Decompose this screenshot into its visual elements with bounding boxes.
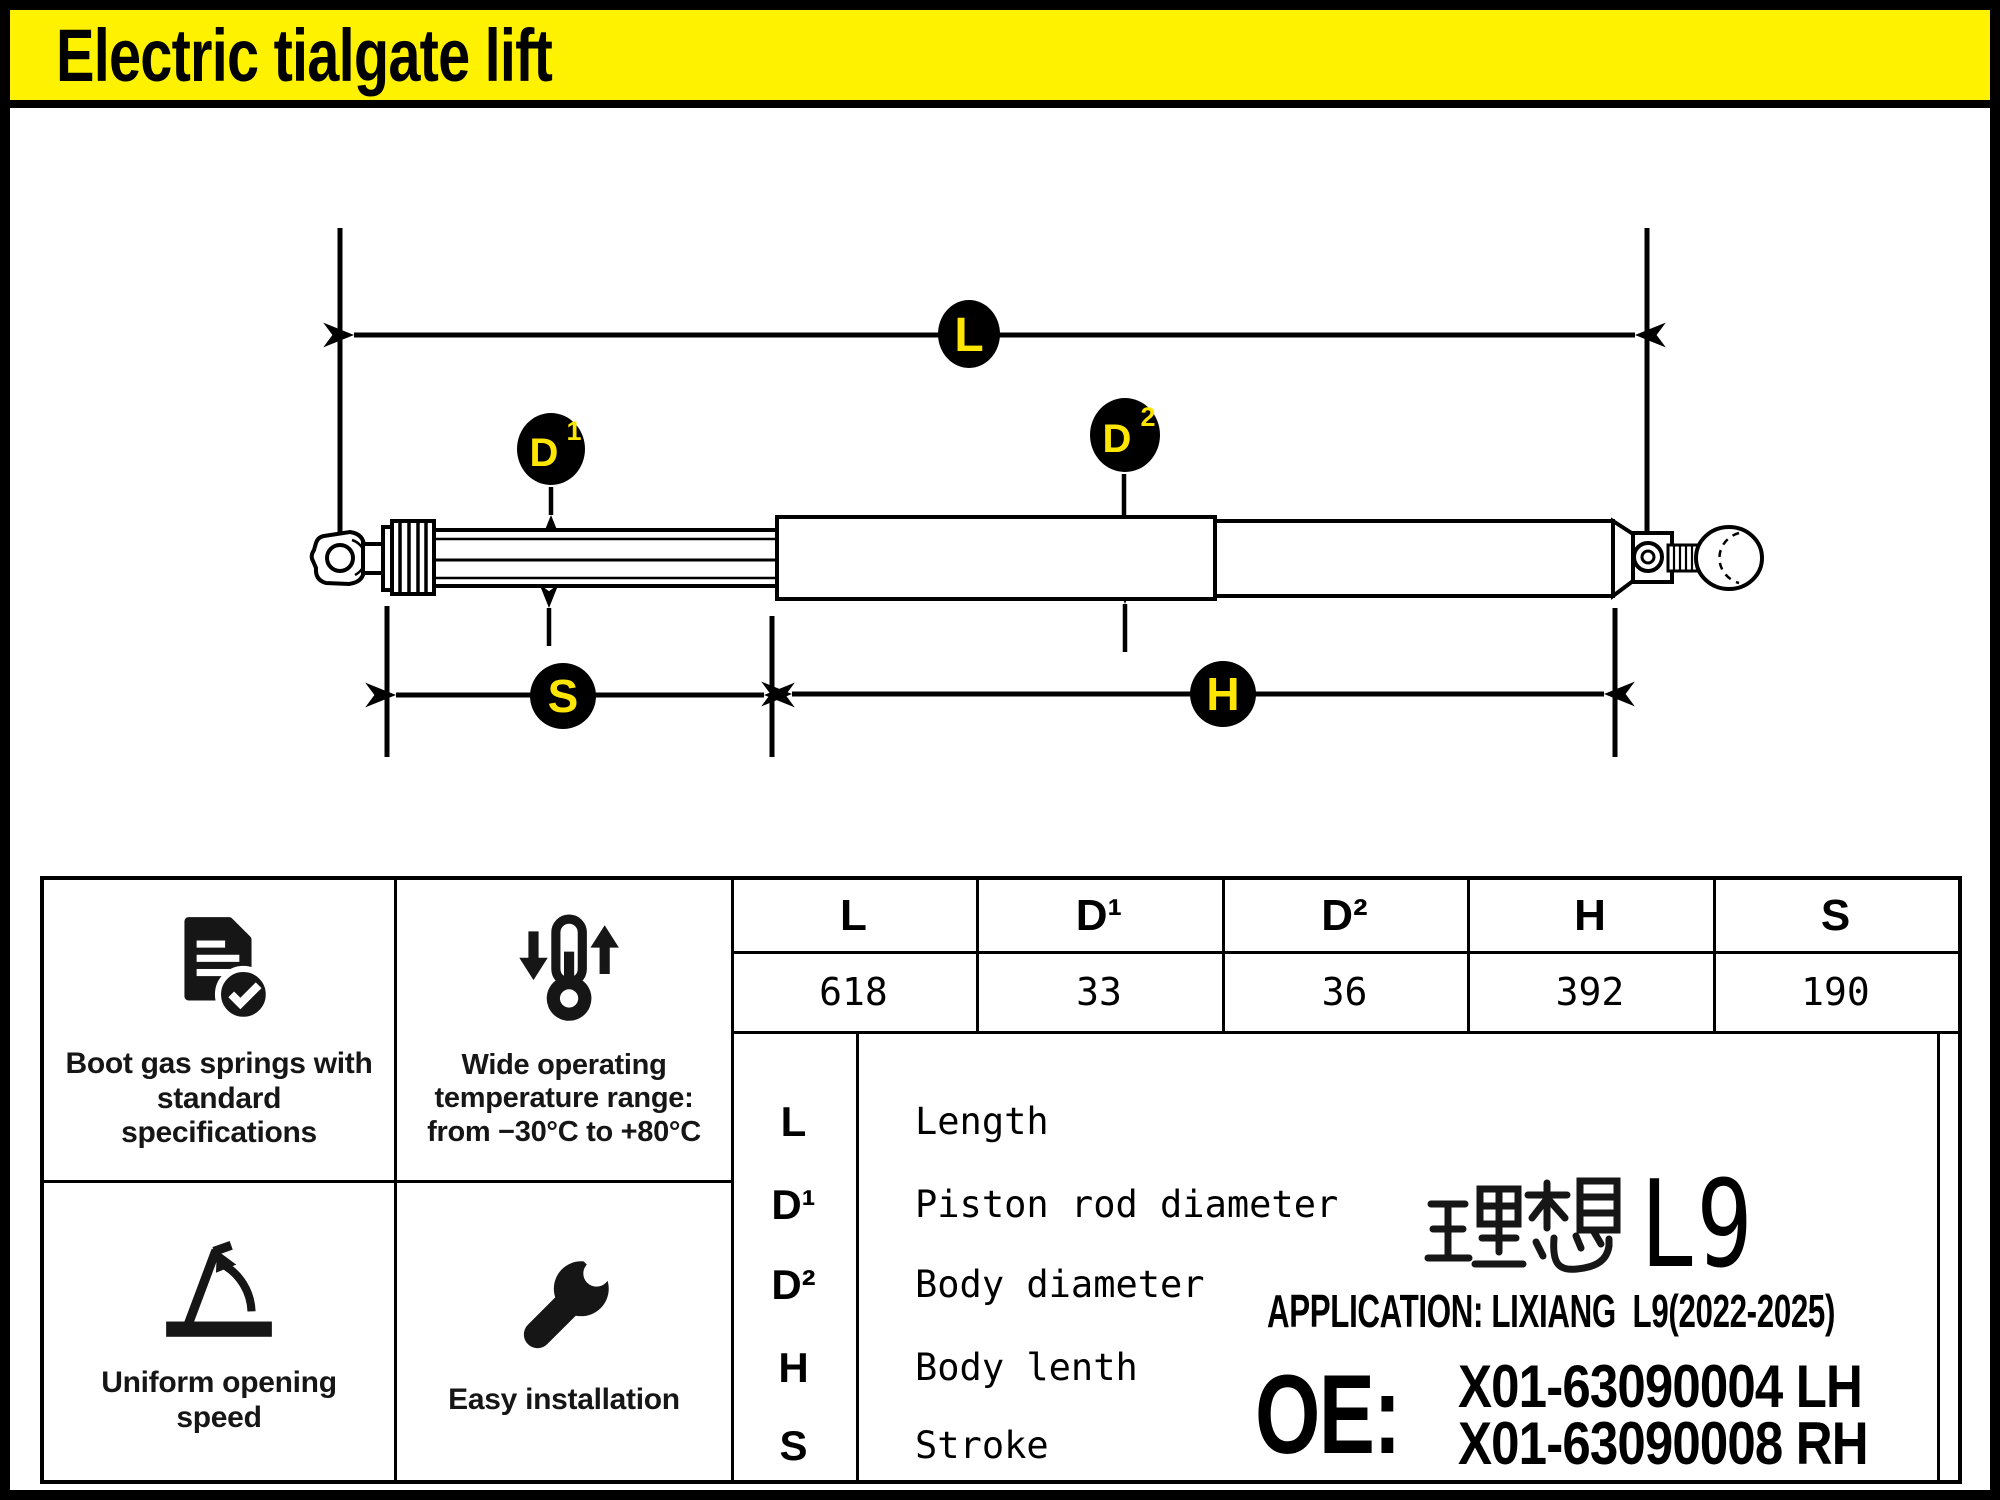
application-text: APPLICATION: LIXIANG L9(2022-2025) bbox=[1267, 1285, 1836, 1337]
oe-number-rh: X01-63090008 RH bbox=[1458, 1410, 1869, 1477]
legend-symbol-l: L bbox=[780, 1098, 807, 1145]
thermometer-range-icon bbox=[519, 914, 619, 1021]
divider bbox=[731, 951, 1958, 954]
label-circle-d2 bbox=[1090, 398, 1160, 472]
feature-uniform-speed: Uniform opening speed bbox=[44, 1183, 394, 1480]
legend-symbol-h: H bbox=[778, 1344, 809, 1391]
label-circle-l bbox=[938, 300, 1000, 368]
svg-text:D: D bbox=[530, 431, 559, 475]
label-circle-s bbox=[530, 663, 596, 729]
model-code: L9 bbox=[1640, 1156, 1753, 1295]
spec-header-d1: D¹ bbox=[1075, 891, 1123, 940]
svg-text:2: 2 bbox=[1140, 402, 1155, 432]
label-circle-h bbox=[1190, 661, 1256, 727]
legend-desc-d2: Body diameter bbox=[915, 1263, 1205, 1306]
divider bbox=[731, 1031, 1958, 1034]
svg-text:S: S bbox=[548, 670, 579, 722]
gas-spring bbox=[309, 515, 1764, 601]
spec-value-h: 392 bbox=[1555, 970, 1625, 1014]
legend-symbol-s: S bbox=[779, 1422, 808, 1469]
rod-neck bbox=[361, 542, 386, 575]
spec-header-l: L bbox=[840, 891, 867, 940]
spec-value-s: 190 bbox=[1801, 970, 1870, 1014]
spec-value-d1: 33 bbox=[1076, 970, 1122, 1014]
legend-symbol-d2: D² bbox=[771, 1261, 816, 1308]
gas-spring-diagram: L D 1 D 2 S H bbox=[309, 228, 1764, 757]
svg-text:D: D bbox=[1103, 417, 1132, 461]
spec-header-s: S bbox=[1820, 891, 1851, 940]
svg-text:H: H bbox=[1206, 668, 1239, 720]
info-table: Boot gas springs with standard specifica… bbox=[40, 876, 1962, 1484]
body-tube-front bbox=[775, 515, 1217, 601]
divider bbox=[1222, 880, 1225, 1034]
oe-label: OE: bbox=[1255, 1352, 1401, 1477]
feature-label: Wide operating temperature range: from −… bbox=[427, 1048, 701, 1148]
legend-symbol-d1: D¹ bbox=[771, 1181, 816, 1228]
divider bbox=[976, 880, 979, 1034]
dimension-labels: L D 1 D 2 S H bbox=[517, 300, 1256, 729]
svg-text:L: L bbox=[954, 309, 983, 362]
legend-desc-d1: Piston rod diameter bbox=[915, 1183, 1339, 1226]
label-circle-d1 bbox=[517, 413, 585, 485]
feature-label: Easy installation bbox=[448, 1383, 680, 1417]
document-check-icon bbox=[184, 916, 272, 1023]
oe-numbers: X01-63090004 LH X01-63090008 RH bbox=[1458, 1353, 1940, 1477]
divider bbox=[856, 1031, 859, 1480]
model-name: L9 bbox=[1422, 1166, 1785, 1286]
legend-desc-h: Body lenth bbox=[915, 1346, 1138, 1389]
spec-header-h: H bbox=[1574, 891, 1606, 940]
left-ball-socket-hole bbox=[325, 543, 355, 573]
feature-easy-installation: Easy installation bbox=[397, 1183, 731, 1480]
opening-angle-icon bbox=[166, 1240, 272, 1337]
feature-standard-specs: Boot gas springs with standard specifica… bbox=[44, 880, 394, 1180]
page-title: Electric tialgate lift bbox=[56, 13, 553, 97]
body-tube-rear bbox=[1213, 519, 1615, 598]
feature-temperature-range: Wide operating temperature range: from −… bbox=[397, 880, 731, 1180]
spec-value-l: 618 bbox=[819, 970, 888, 1014]
divider bbox=[44, 1180, 734, 1183]
oe-number-lh: X01-63090004 LH bbox=[1458, 1353, 1863, 1420]
feature-label: Boot gas springs with standard specifica… bbox=[65, 1046, 373, 1150]
divider bbox=[1467, 880, 1470, 1034]
header-banner: Electric tialgate lift bbox=[10, 10, 1990, 108]
divider bbox=[1713, 880, 1716, 1034]
ball-cap bbox=[1694, 525, 1764, 591]
wrench-icon bbox=[523, 1245, 623, 1349]
svg-text:1: 1 bbox=[566, 416, 581, 446]
content: L D 1 D 2 S H bbox=[10, 108, 1990, 1490]
legend-desc-l: Length bbox=[915, 1100, 1049, 1143]
legend-desc-s: Stroke bbox=[915, 1424, 1049, 1467]
model-cn-glyphs bbox=[1424, 1177, 1621, 1273]
clevis-pivot-inner bbox=[1640, 549, 1656, 565]
end-cone bbox=[1611, 517, 1635, 600]
oe-block: OE: X01-63090004 LH X01-63090008 RH bbox=[1255, 1352, 1940, 1477]
spec-header-d2: D² bbox=[1321, 891, 1368, 940]
spec-value-d2: 36 bbox=[1321, 970, 1368, 1014]
feature-label: Uniform opening speed bbox=[101, 1365, 337, 1434]
divider bbox=[1937, 1031, 1940, 1480]
